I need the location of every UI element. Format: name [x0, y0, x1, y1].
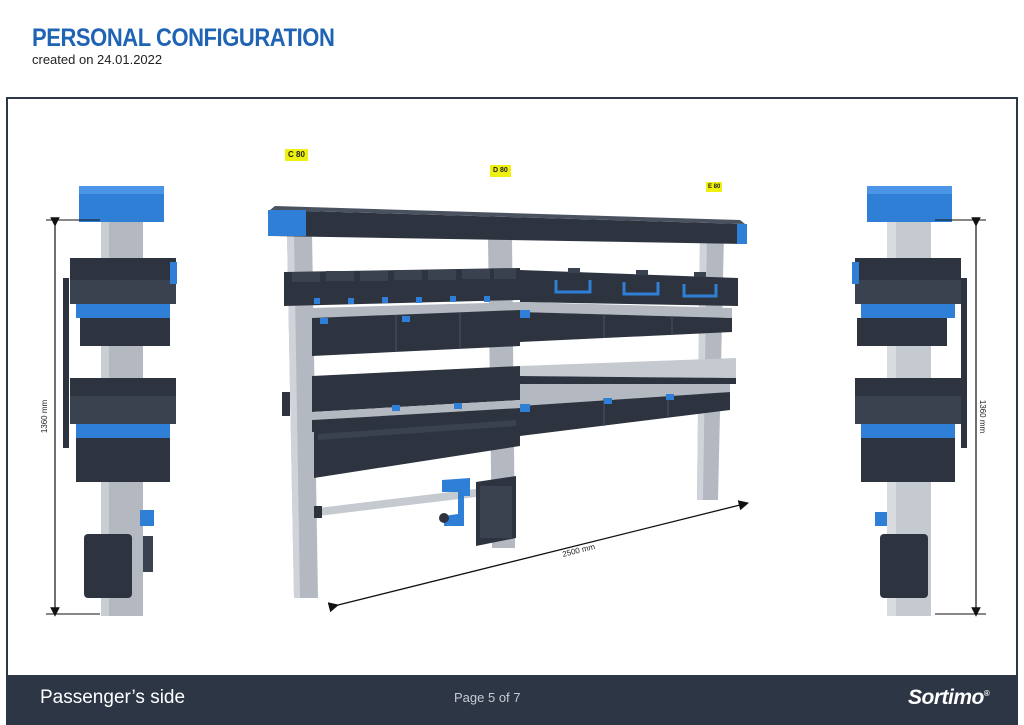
page-title: PERSONAL CONFIGURATION — [32, 24, 335, 52]
height-dimension-right: 1360 mm — [978, 399, 988, 434]
left-side-view — [46, 186, 177, 617]
side-label: Passenger’s side — [40, 687, 186, 708]
page-number: Page 5 of 7 — [454, 690, 521, 705]
registered-mark: ® — [983, 689, 990, 698]
right-side-view — [852, 186, 986, 617]
creation-date: created on 24.01.2022 — [32, 52, 163, 67]
height-dimension-left: 1360 mm — [40, 399, 50, 434]
label-e80: E 80 — [706, 182, 723, 192]
sortimo-logo: Sortimo® — [908, 686, 990, 709]
label-d80: D 80 — [490, 165, 511, 177]
label-c80: C 80 — [285, 149, 308, 161]
page-footer: Passenger’s side Page 5 of 7 Sortimo® — [6, 675, 1018, 725]
main-3d-view — [268, 206, 750, 613]
